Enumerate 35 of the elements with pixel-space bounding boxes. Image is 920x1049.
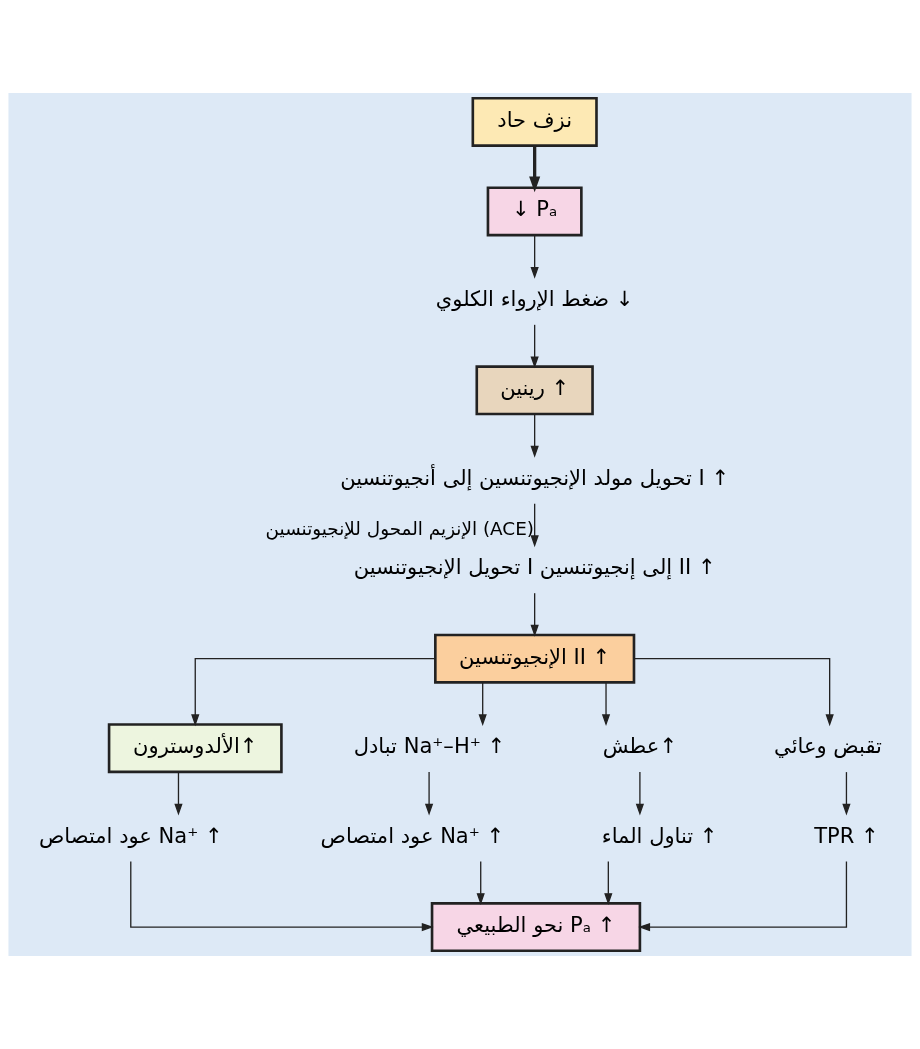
arrow: [530, 592, 539, 637]
edge-label: الإنزيم المحول للإنجيوتنسين (ACE): [265, 517, 535, 539]
arrow: [633, 658, 834, 727]
node-text: تحويل الإنجيوتنسين I إلى إنجيوتنسين II ↑: [353, 554, 716, 580]
node-text: TPR ↑: [814, 822, 879, 848]
node-box: الإنجيوتنسين II ↑: [434, 633, 636, 684]
node-box: الألدوسترون↑: [107, 723, 283, 774]
node-text: عطش↑: [602, 733, 678, 759]
arrow: [601, 682, 611, 727]
node-box: نزف حاد: [471, 96, 598, 147]
node-text: ضغط الإرواء الكلوي ↓: [435, 285, 634, 311]
arrow: [529, 145, 541, 193]
arrow: [530, 324, 539, 369]
node-box: ↓ Pₐ: [486, 186, 583, 237]
node-box: نحو الطبيعي Pₐ ↑: [430, 902, 642, 953]
arrow: [530, 234, 539, 279]
arrow: [604, 860, 613, 905]
node-text: تقبض وعائي: [774, 733, 882, 759]
arrow: [635, 771, 645, 816]
arrow: [530, 413, 539, 458]
node-text: تبادل Na⁺–H⁺ ↑: [353, 733, 506, 759]
arrow: [130, 860, 434, 932]
arrow: [530, 503, 539, 548]
arrow: [174, 771, 183, 816]
node-text: عود امتصاص Na⁺ ↑: [320, 822, 505, 848]
node-box: رينين ↑: [475, 365, 594, 416]
arrow: [191, 658, 436, 727]
arrow: [478, 682, 487, 727]
arrow: [638, 860, 848, 932]
node-text: تحويل مولد الإنجيوتنسين إلى أنجيوتنسين I ↑: [340, 464, 730, 490]
arrow: [424, 771, 434, 816]
node-text: تناول الماء ↑: [601, 822, 718, 848]
arrow: [476, 860, 485, 905]
node-text: عود امتصاص Na⁺ ↑: [38, 822, 223, 848]
arrow: [842, 771, 851, 816]
